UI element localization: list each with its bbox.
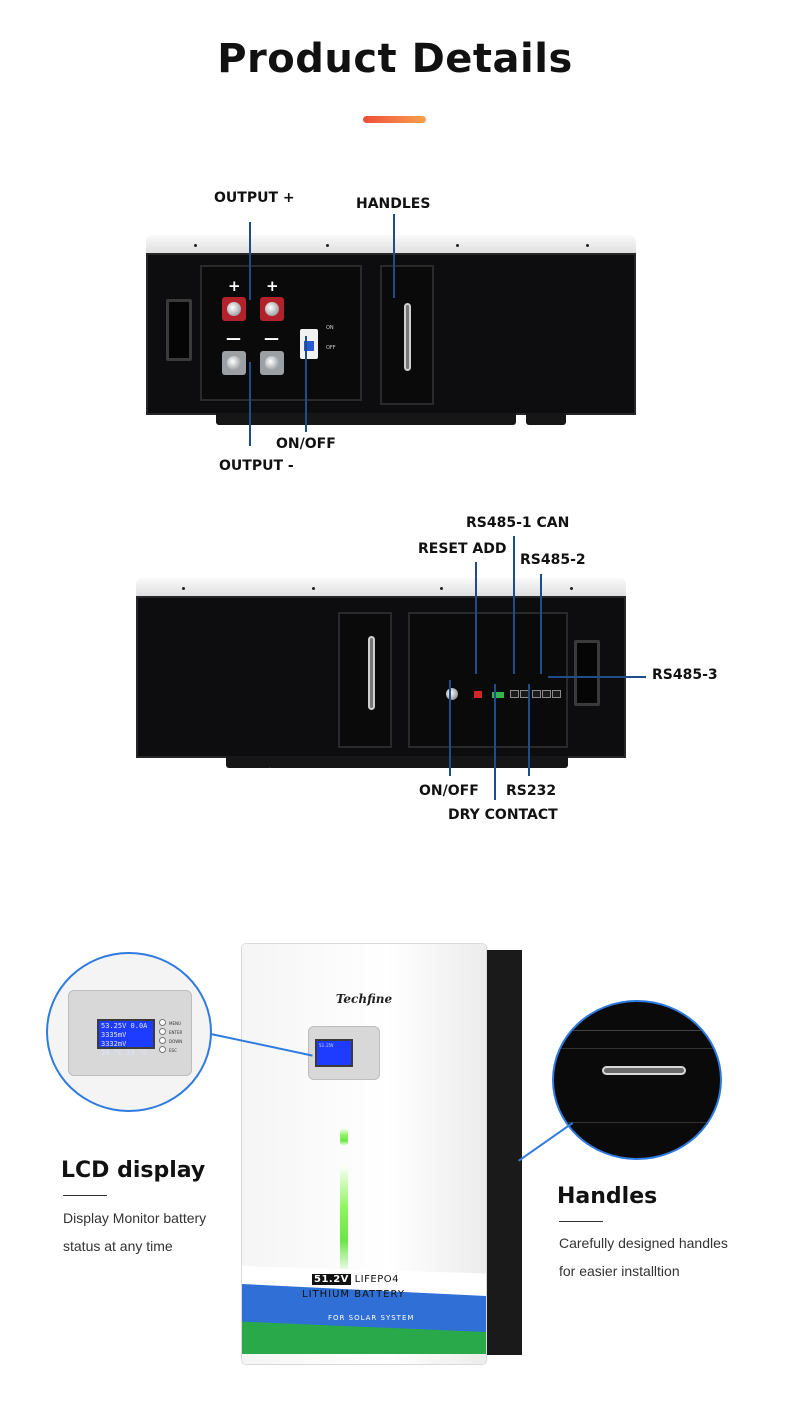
label-reset-add: RESET ADD: [418, 541, 507, 557]
lcd-zoom-callout: 53.25V 0.0A 3335mV 3332mV 24 °C 23 °C ME…: [46, 952, 212, 1112]
lcd-enter-label: ENTER: [169, 1030, 183, 1035]
callout-line-on-off-rear: [449, 680, 451, 776]
handle-zoom-callout: [552, 1000, 722, 1160]
callout-line-output-plus: [249, 222, 251, 300]
power-breaker-switch[interactable]: [300, 329, 318, 359]
label-output-minus: OUTPUT -: [219, 458, 294, 474]
handle-recess: [380, 265, 434, 405]
status-light-lower: [340, 1164, 348, 1274]
callout-line-rs232: [528, 684, 530, 776]
label-dry-contact: DRY CONTACT: [448, 807, 558, 823]
feature-lcd-desc: Display Monitor battery status at any ti…: [63, 1210, 207, 1254]
battery-top-cap: [136, 578, 626, 598]
feature-lcd-underline: [63, 1195, 107, 1196]
negative-terminal: [222, 351, 246, 375]
reset-add-switch[interactable]: [474, 691, 482, 698]
spec-voltage-chem: 51.2V LIFEPO4: [312, 1274, 399, 1285]
brand-logo: Techfine: [335, 992, 393, 1006]
battery-rear-view: [136, 578, 626, 768]
grip-slot-left: [166, 299, 192, 361]
lcd-panel-zoomed: 53.25V 0.0A 3335mV 3332mV 24 °C 23 °C ME…: [68, 990, 192, 1076]
plus-symbol: +: [266, 277, 279, 295]
lcd-esc-button[interactable]: [159, 1046, 166, 1053]
callout-line-rs485-2: [540, 574, 542, 674]
battery-feet: [268, 756, 568, 768]
callout-line-handles: [393, 214, 395, 298]
power-switch-knob[interactable]: [446, 688, 458, 700]
rs232-port[interactable]: [532, 690, 541, 698]
label-on-off-rear: ON/OFF: [419, 783, 479, 799]
handle-callout-line: [518, 1122, 574, 1162]
feature-handles-underline: [559, 1221, 603, 1222]
negative-terminal: [260, 351, 284, 375]
label-rs232: RS232: [506, 783, 557, 799]
lcd-down-label: DOWN: [169, 1039, 183, 1044]
label-rs485-1-can: RS485-1 CAN: [466, 515, 570, 531]
feature-lcd-title: LCD display: [61, 1158, 206, 1183]
label-rs485-3: RS485-3: [652, 667, 718, 683]
positive-terminal: [222, 297, 246, 321]
lcd-menu-button[interactable]: [159, 1019, 166, 1026]
status-light-upper: [340, 1128, 348, 1146]
grip-slot-right: [574, 640, 600, 706]
lcd-esc-label: ESC: [169, 1048, 177, 1053]
callout-line-rs485-1-can: [513, 536, 515, 674]
callout-line-reset-add: [475, 562, 477, 674]
spec-battery-type: LITHIUM BATTERY: [302, 1289, 405, 1300]
feature-handles-desc: Carefully designed handles for easier in…: [559, 1235, 728, 1279]
lcd-screen-small: 53.25V: [315, 1039, 353, 1067]
tower-side-panel: [484, 950, 522, 1355]
positive-terminal: [260, 297, 284, 321]
lcd-screen-zoomed: 53.25V 0.0A 3335mV 3332mV 24 °C 23 °C: [97, 1019, 155, 1057]
breaker-off-text: OFF: [326, 345, 336, 351]
rs485-3-port[interactable]: [552, 690, 561, 698]
minus-symbol: —: [264, 329, 279, 347]
spec-usage: FOR SOLAR SYSTEM: [328, 1314, 415, 1322]
battery-feet: [226, 756, 272, 768]
callout-line-output-minus: [249, 362, 251, 446]
battery-front-view: + + — — ON OFF: [146, 235, 636, 425]
label-rs485-2: RS485-2: [520, 552, 586, 568]
terminal-panel: + + — — ON OFF: [200, 265, 362, 401]
title-accent-bar: [363, 116, 426, 123]
handle-closeup: [602, 1066, 686, 1075]
minus-symbol: —: [226, 329, 241, 347]
callout-line-on-off: [305, 336, 307, 432]
carry-handle: [404, 303, 411, 371]
carry-handle: [368, 636, 375, 710]
label-on-off-front: ON/OFF: [276, 436, 336, 452]
battery-top-cap: [146, 235, 636, 255]
page-title: Product Details: [217, 36, 573, 82]
rs485-2-port[interactable]: [542, 690, 551, 698]
battery-feet: [216, 413, 516, 425]
callout-line-dry-contact: [494, 684, 496, 800]
label-handles: HANDLES: [356, 196, 431, 212]
handle-recess: [338, 612, 392, 748]
battery-front-body: + + — — ON OFF: [146, 253, 636, 415]
rs485-1-can-port[interactable]: [510, 690, 519, 698]
dry-contact-terminal[interactable]: [492, 692, 504, 698]
battery-feet: [526, 413, 566, 425]
breaker-on-text: ON: [326, 325, 334, 331]
lcd-enter-button[interactable]: [159, 1028, 166, 1035]
lcd-panel-small: 53.25V: [308, 1026, 380, 1080]
feature-handles-title: Handles: [557, 1184, 658, 1209]
lcd-menu-label: MENU: [169, 1021, 181, 1026]
wall-battery-tower: Techfine 53.25V 51.2V LIFEPO4 LITHIUM BA…: [242, 944, 486, 1364]
callout-line-rs485-3: [548, 676, 646, 678]
communication-panel: [408, 612, 568, 748]
plus-symbol: +: [228, 277, 241, 295]
lcd-down-button[interactable]: [159, 1037, 166, 1044]
label-output-plus: OUTPUT +: [214, 190, 295, 206]
